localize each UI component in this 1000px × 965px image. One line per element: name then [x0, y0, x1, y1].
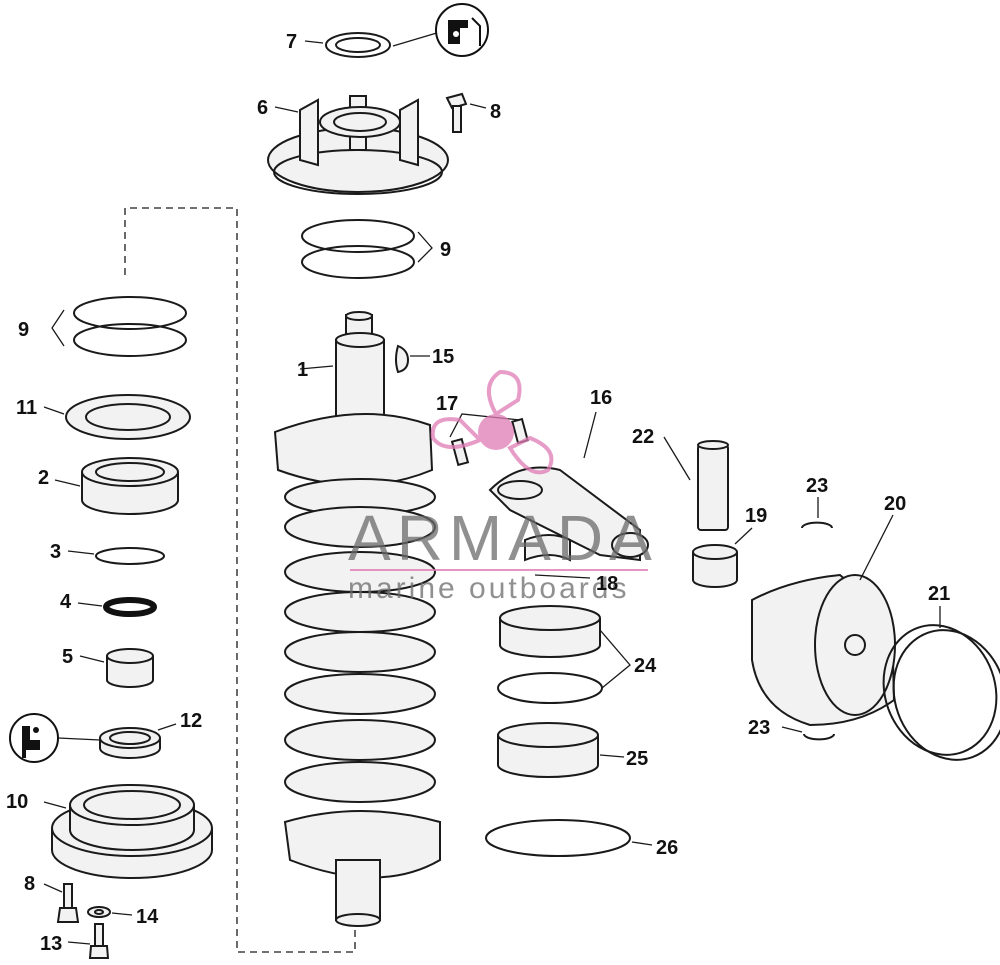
part-8-bolt-top	[445, 92, 487, 133]
part-5-sleeve	[79, 648, 154, 688]
part-7-seal	[304, 31, 441, 58]
callout-16: 16	[590, 387, 612, 409]
callout-8-bottom: 8	[24, 873, 35, 895]
callout-18: 18	[596, 573, 618, 595]
callout-5: 5	[62, 646, 73, 668]
part-23-clip-bottom	[781, 726, 835, 741]
part-14-washer	[87, 906, 133, 918]
callout-13: 13	[40, 933, 62, 955]
part-15-key	[395, 344, 430, 374]
part-12-seal	[57, 723, 177, 759]
callout-23-top: 23	[806, 475, 828, 497]
part-25-bearing-cage	[497, 722, 625, 778]
callout-20: 20	[884, 493, 906, 515]
callout-22: 22	[632, 426, 654, 448]
part-26-ring	[485, 819, 653, 857]
callout-24: 24	[634, 655, 657, 677]
callout-15: 15	[432, 346, 454, 368]
part-19-needle-bearing	[692, 527, 753, 588]
seal-lip-detail-icon	[435, 3, 489, 57]
watermark-subtitle: marine outboards	[348, 572, 629, 605]
callout-17: 17	[436, 393, 458, 415]
part-18-rod-bearing	[524, 534, 591, 579]
callout-7: 7	[286, 31, 297, 53]
callout-2: 2	[38, 467, 49, 489]
callout-23-bottom: 23	[748, 717, 770, 739]
callout-3: 3	[50, 541, 61, 563]
part-11-plate	[43, 394, 191, 440]
part-20-piston	[751, 514, 896, 727]
callout-1: 1	[297, 359, 308, 381]
callout-11: 11	[16, 397, 37, 419]
callout-19: 19	[745, 505, 767, 527]
propeller-logo-icon	[430, 369, 554, 475]
callout-26: 26	[656, 837, 678, 859]
part-9-orings-upper	[301, 219, 433, 279]
part-3-retaining-ring	[67, 547, 165, 565]
callout-9-right: 9	[440, 239, 451, 261]
callout-10: 10	[6, 791, 28, 813]
part-2-roller-bearing	[54, 457, 179, 515]
watermark-title: ARMADA	[348, 502, 658, 574]
watermark: ARMADA marine outboards	[348, 369, 658, 605]
part-6-upper-housing	[267, 95, 449, 195]
part-1-crankshaft	[273, 311, 441, 927]
callout-8-top: 8	[490, 101, 501, 123]
callout-21: 21	[928, 583, 950, 605]
part-16-connecting-rod	[488, 411, 649, 562]
callout-12: 12	[180, 710, 202, 732]
part-10-lower-housing	[43, 784, 213, 879]
callout-9-left: 9	[18, 319, 29, 341]
callout-6: 6	[257, 97, 268, 119]
callout-4: 4	[60, 591, 72, 613]
seal-lip-detail-small-icon	[9, 713, 59, 763]
part-22-piston-pin	[663, 436, 729, 531]
callout-labels: 7 6 8 9 9 11 2 3 4 5 12 10 8 14 13 1 15 …	[6, 31, 950, 955]
part-21-piston-rings	[882, 606, 1000, 761]
part-24-thrust-parts	[497, 605, 631, 704]
part-9-orings-lower	[51, 296, 187, 357]
part-8-bolt-bottom	[43, 883, 80, 923]
callout-25: 25	[626, 748, 648, 770]
assembly-dashed-path	[124, 207, 356, 953]
part-4-black-ring	[77, 597, 157, 617]
part-13-bolt	[67, 923, 110, 959]
callout-14: 14	[136, 906, 159, 928]
part-23-clip-top	[801, 497, 833, 529]
